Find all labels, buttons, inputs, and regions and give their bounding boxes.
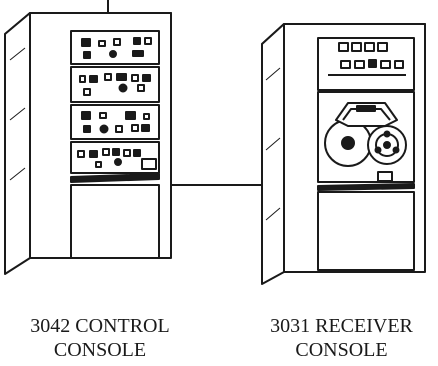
tape-head-cover [335, 102, 398, 127]
receiver-console-divider [317, 183, 415, 191]
control-panel-2 [70, 66, 160, 103]
control-console-cabinet [4, 12, 172, 275]
control-console-label-line1: 3042 CONTROL [30, 315, 170, 337]
receiver-indicator [377, 171, 393, 182]
receiver-console-caption: 3031 RECEIVER CONSOLE [245, 314, 438, 362]
control-panel-1 [70, 30, 160, 65]
control-console-caption: 3042 CONTROL CONSOLE [0, 314, 200, 362]
control-panel-4 [70, 141, 160, 174]
tape-reel-right [367, 125, 407, 165]
receiver-console-label-line2: CONSOLE [295, 339, 388, 361]
control-console-lower-panel [70, 184, 160, 259]
control-console-label-line2: CONSOLE [53, 339, 147, 361]
receiver-console-label-line1: 3031 RECEIVER [270, 315, 413, 337]
control-panel-3 [70, 104, 160, 140]
control-console-divider [70, 173, 160, 183]
receiver-switch-panel [317, 37, 415, 91]
receiver-console-lower-panel [317, 191, 415, 271]
receiver-tape-deck-panel [317, 91, 415, 183]
